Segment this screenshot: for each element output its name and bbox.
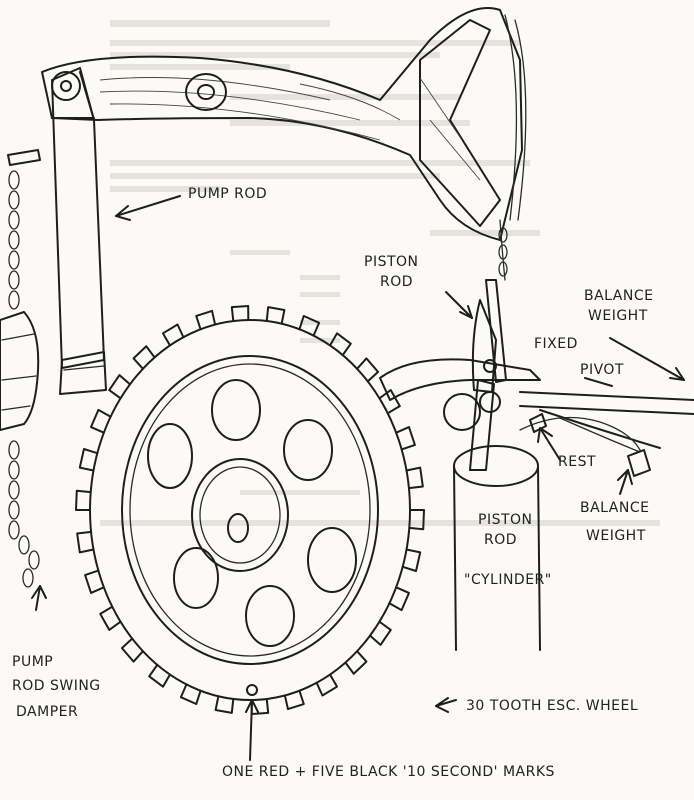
label-balance-weight-bottom-1: BALANCE — [580, 500, 649, 516]
label-marks: ONE RED + FIVE BLACK '10 SECOND' MARKS — [222, 764, 555, 780]
wheel-tooth — [90, 408, 112, 434]
wheel-tooth — [179, 683, 202, 706]
label-piston-rod-top-2: ROD — [380, 274, 413, 290]
rest-and-weight — [519, 413, 651, 477]
annotation-arrows — [31, 195, 685, 761]
wheel-tooth — [395, 426, 416, 451]
wheel-tooth — [84, 569, 105, 594]
label-piston-rod-mid-1: PISTON — [478, 512, 533, 528]
wheel-tooth — [162, 323, 185, 347]
wheel-tooth — [405, 466, 424, 490]
escape-wheel — [75, 305, 425, 715]
diagram-labels: PUMP ROD PISTON ROD BALANCE WEIGHT FIXED… — [12, 186, 653, 780]
beam-chain — [498, 14, 527, 281]
piston-rod — [469, 279, 507, 471]
background-text-ghost — [100, 20, 660, 526]
wheel-tooth — [329, 332, 352, 357]
cylinder — [453, 445, 541, 651]
rocking-beam — [41, 7, 523, 241]
wheel-tooth — [344, 650, 368, 675]
label-cylinder: "CYLINDER" — [464, 572, 552, 588]
label-damper-1: PUMP — [12, 654, 53, 670]
wheel-tooth — [195, 309, 217, 331]
wheel-tooth — [401, 548, 422, 573]
label-fixed: FIXED — [534, 336, 578, 352]
label-pivot: PIVOT — [580, 362, 624, 378]
damper-chain — [7, 149, 41, 310]
wheel-tooth — [120, 637, 144, 663]
wheel-tooth — [99, 605, 122, 631]
label-escape-wheel: 30 TOOTH ESC. WHEEL — [466, 698, 638, 714]
damper-chain-lower — [8, 440, 40, 588]
label-balance-weight-bottom-2: WEIGHT — [586, 528, 646, 544]
label-piston-rod-top-1: PISTON — [364, 254, 419, 270]
wheel-tooth — [214, 695, 235, 714]
label-balance-weight-top-1: BALANCE — [584, 288, 653, 304]
wheel-tooth — [315, 673, 338, 697]
label-damper-3: DAMPER — [16, 704, 78, 720]
wheel-tooth — [388, 586, 410, 612]
wheel-tooth — [76, 530, 95, 554]
label-balance-weight-top-2: WEIGHT — [588, 308, 648, 324]
wheel-tooth — [132, 345, 156, 370]
label-rest: REST — [558, 454, 596, 470]
label-damper-2: ROD SWING — [12, 678, 101, 694]
wheel-tooth — [369, 620, 392, 646]
pump-rod — [51, 67, 107, 395]
wheel-tooth — [408, 509, 425, 531]
damper-weight — [0, 311, 40, 431]
wheel-tooth — [75, 489, 92, 511]
wheel-teeth — [75, 305, 425, 715]
wheel-tooth — [283, 689, 305, 711]
label-pump-rod: PUMP ROD — [188, 186, 267, 202]
wheel-tooth — [230, 305, 250, 323]
wheel-tooth — [78, 447, 99, 472]
wheel-tooth — [356, 357, 380, 383]
label-piston-rod-mid-2: ROD — [484, 532, 517, 548]
wheel-tooth — [148, 663, 171, 688]
wheel-tooth — [108, 374, 131, 400]
wheel-tooth — [265, 306, 286, 325]
wheel-tooth — [298, 314, 321, 337]
pivot-lever — [379, 358, 694, 453]
